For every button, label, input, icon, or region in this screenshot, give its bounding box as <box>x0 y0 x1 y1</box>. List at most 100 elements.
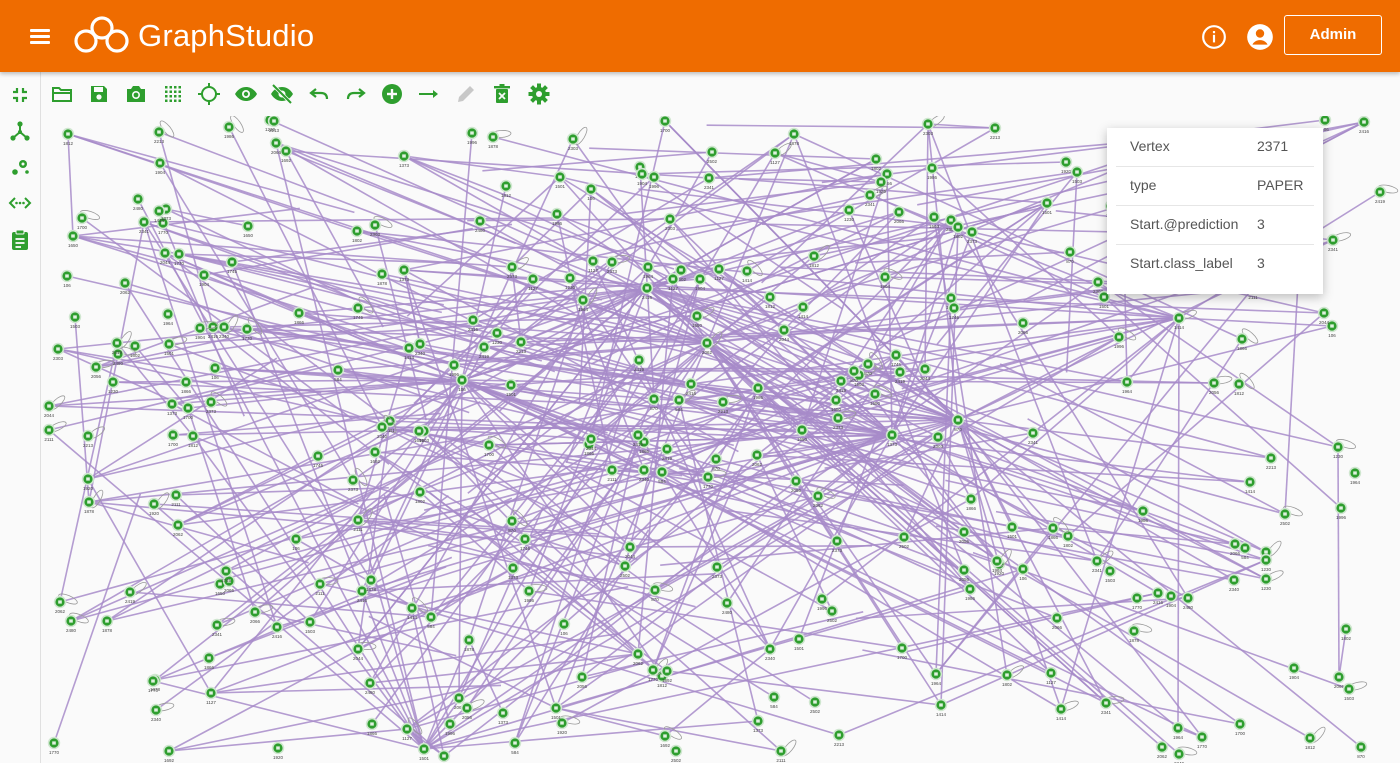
graph-vertex[interactable]: 1414 <box>796 300 810 319</box>
graph-vertex[interactable]: 584 <box>767 690 781 709</box>
graph-vertex[interactable]: 2373 <box>831 409 857 430</box>
graph-vertex[interactable]: 584 <box>331 363 345 382</box>
delete-icon[interactable] <box>490 82 514 106</box>
graph-vertex[interactable]: 1904 <box>635 167 649 186</box>
graph-vertex[interactable]: 1230 <box>842 203 856 222</box>
graph-vertex[interactable]: 2213 <box>988 121 1002 140</box>
graph-vertex[interactable]: 2502 <box>618 559 632 578</box>
graph-vertex[interactable]: 1373 <box>165 397 179 416</box>
graph-vertex[interactable]: 1878 <box>486 130 512 149</box>
graph-vertex[interactable]: 2066 <box>248 603 274 624</box>
graph-vertex[interactable]: 2044 <box>623 540 637 559</box>
graph-vertex[interactable]: 1904 <box>1164 589 1178 608</box>
graph-vertex[interactable]: 2056 <box>789 474 803 493</box>
graph-vertex[interactable]: 2066 <box>1332 670 1346 689</box>
graph-vertex[interactable]: 2303 <box>921 113 946 136</box>
graph-vertex[interactable]: 1920 <box>1059 155 1073 174</box>
graph-vertex[interactable]: 1230 <box>490 326 504 345</box>
save-icon[interactable] <box>87 82 111 106</box>
graph-vertex[interactable]: 2303 <box>1091 275 1105 294</box>
graph-vertex[interactable]: 2416 <box>466 313 480 332</box>
graph-vertex[interactable]: 106 <box>584 182 598 201</box>
graph-vertex[interactable]: 2341 <box>1326 231 1352 252</box>
graph-vertex[interactable]: 1414 <box>1054 699 1080 721</box>
graph-vertex[interactable]: 2056 <box>460 698 486 720</box>
code-icon[interactable] <box>8 191 32 215</box>
graph-vertex[interactable]: 2044 <box>42 394 67 418</box>
graph-vertex[interactable]: 1866 <box>1046 515 1071 540</box>
graph-vertex[interactable]: 2303 <box>931 430 945 449</box>
graph-vertex[interactable]: 1770 <box>701 470 727 489</box>
graph-vertex[interactable]: 1373 <box>397 149 411 168</box>
graph-vertex[interactable]: 2062 <box>171 518 185 537</box>
graph-vertex[interactable]: 2419 <box>1373 183 1399 204</box>
graph-vertex[interactable]: 1127 <box>712 262 726 281</box>
graph-vertex[interactable]: 2303 <box>51 342 65 361</box>
graph-vertex[interactable]: 1501 <box>553 170 567 189</box>
graph-vertex[interactable]: 1230 <box>1331 438 1357 459</box>
menu-icon[interactable] <box>25 22 55 50</box>
admin-button[interactable]: Admin <box>1284 15 1382 55</box>
graph-vertex[interactable]: 1745 <box>225 255 239 274</box>
graph-vertex[interactable]: 2373 <box>505 255 530 279</box>
graph-vertex[interactable]: 1878 <box>1127 622 1153 643</box>
graph-vertex[interactable]: 2062 <box>811 485 837 508</box>
graph-vertex[interactable]: 1373 <box>506 561 520 580</box>
graph-vertex[interactable]: 1802 <box>951 220 965 239</box>
graph-vertex[interactable]: 1812 <box>499 179 513 198</box>
graph-vertex[interactable]: 1866 <box>1235 327 1260 351</box>
graph-vertex[interactable]: 2341 <box>863 184 889 207</box>
graph-vertex[interactable]: 2419 <box>123 580 148 604</box>
graph-vertex[interactable]: 2056 <box>575 670 589 689</box>
settings-icon[interactable] <box>527 82 551 106</box>
graph-vertex[interactable]: 1802 <box>413 485 427 504</box>
graph-vertex[interactable]: 1127 <box>666 272 680 291</box>
graph-vertex[interactable]: 1503 <box>927 210 941 229</box>
graph-vertex[interactable]: 2340 <box>763 642 777 661</box>
graph-vertex[interactable]: 2056 <box>1207 375 1233 395</box>
graph-vertex[interactable]: 584 <box>1238 541 1252 560</box>
graph-vertex[interactable]: 1878 <box>462 633 476 652</box>
show-icon[interactable] <box>234 82 258 106</box>
graph-vertex[interactable]: 1920 <box>555 714 581 735</box>
graph-vertex[interactable]: 1996 <box>1334 501 1348 520</box>
graph-vertex[interactable]: 1802 <box>1339 622 1353 641</box>
graph-vertex[interactable]: 1745 <box>219 564 233 583</box>
graph-vertex[interactable]: 1996 <box>447 358 461 377</box>
graph-vertex[interactable]: 1700 <box>181 401 195 420</box>
graph-vertex[interactable]: 1127 <box>204 686 218 705</box>
graph-vertex[interactable]: 1996 <box>443 717 457 736</box>
graph-vertex[interactable]: 2213 <box>716 395 742 414</box>
graph-vertex[interactable]: 2341 <box>210 617 236 637</box>
graph-vertex[interactable]: 1692 <box>660 664 674 683</box>
graph-vertex[interactable]: 1127 <box>586 254 600 273</box>
graph-vertex[interactable]: 2066 <box>1050 611 1064 630</box>
graph-vertex[interactable]: 1802 <box>869 152 883 171</box>
graph-vertex[interactable]: 1414 <box>1172 308 1198 330</box>
graph-vertex[interactable]: 106 <box>289 532 303 551</box>
graph-vertex[interactable]: 1692 <box>437 749 451 763</box>
graph-vertex[interactable]: 106 <box>208 361 222 380</box>
graph-vertex[interactable]: 1414 <box>405 596 430 620</box>
graph-vertex[interactable]: 1812 <box>763 290 777 309</box>
account-icon[interactable] <box>1246 23 1274 51</box>
graph-vertex[interactable]: 2111 <box>169 488 183 507</box>
graph-vertex[interactable]: 1745 <box>947 301 961 320</box>
grid-icon[interactable] <box>161 82 185 106</box>
graph-vertex[interactable]: 2062 <box>53 592 79 614</box>
graph-vertex[interactable]: 1770 <box>1195 730 1209 749</box>
graph-vertex[interactable]: 1986 <box>925 161 939 180</box>
graph-vertex[interactable]: 1692 <box>279 144 293 163</box>
graph-vertex[interactable]: 584 <box>508 736 522 755</box>
graph-vertex[interactable]: 1812 <box>186 429 200 448</box>
add-edge-icon[interactable] <box>417 82 441 106</box>
graph-vertex[interactable]: 870 <box>648 581 674 602</box>
graph-vertex[interactable]: 1770 <box>240 316 264 341</box>
graph-vertex[interactable]: 106 <box>1016 562 1030 581</box>
graph-vertex[interactable]: 1770 <box>172 247 186 266</box>
graph-vertex[interactable]: 1692 <box>368 445 382 464</box>
graph-vertex[interactable]: 2480 <box>363 676 377 695</box>
edit-icon[interactable] <box>454 82 478 106</box>
graph-vertex[interactable]: 1650 <box>829 393 843 412</box>
graph-vertex[interactable]: 2419 <box>893 365 907 384</box>
